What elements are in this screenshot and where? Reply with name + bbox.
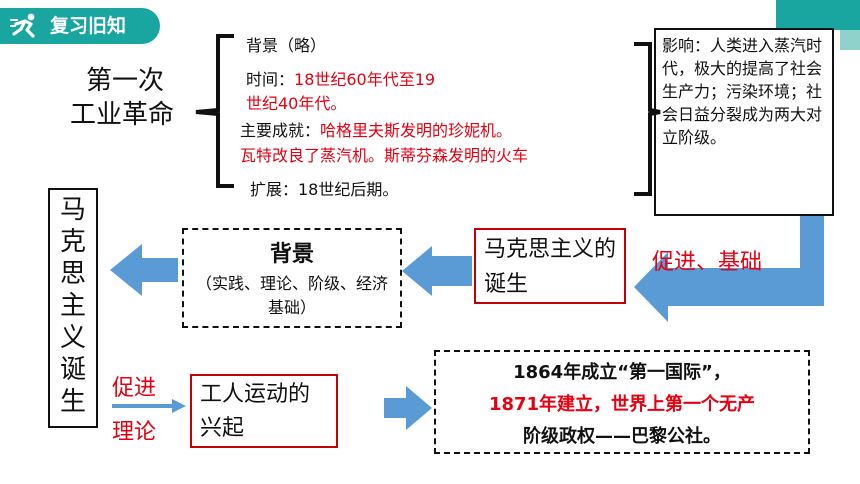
expansion-note: 扩展：18世纪后期。 [250,180,399,199]
background-box-title: 背景 [269,242,314,267]
workers-box: 工人运动的兴起 [190,374,338,448]
industrial-brace [195,34,234,188]
arrow-background-to-title [110,244,178,296]
background-box-body: （实践、理论、阶级、经济基础） [196,274,389,317]
impact-text: 影响：人类进入蒸汽时代，极大的提高了社会生产力；污染环境；社会日益分裂成为两大对… [662,36,823,147]
theory-label: 理论 [112,420,157,445]
time-label: 时间： [246,70,295,89]
achievements-row: 主要成就：哈格里夫斯发明的珍妮机。 [240,117,512,141]
runner-icon [10,13,35,38]
background-note: 背景（略） [246,36,327,55]
section-title: 复习旧知 [50,15,127,37]
international-line3: 阶级政权——巴黎公社。 [523,426,721,447]
section-badge: 复习旧知 [0,8,160,44]
achievements-label: 主要成就： [240,121,321,140]
arrow-workers-to-international [384,386,432,430]
international-line1: 1864年成立“第一国际”， [513,362,731,383]
marxism-birth-box: 马克思主义的诞生 [474,228,626,304]
impact-brace [634,42,661,196]
background-box: 背景 （实践、理论、阶级、经济基础） [182,228,402,328]
promote-basis-label: 促进、基础 [652,250,763,275]
marxism-vertical-title: 马克思主义诞生 [48,188,98,428]
promote-label: 促进 [112,376,157,401]
achievements-value-2: 瓦特改良了蒸汽机。斯蒂芬森发明的火车 [240,146,529,165]
workers-text: 工人运动的兴起 [200,382,311,441]
arrow-impact-to-marxism [634,214,824,322]
marxism-birth-text: 马克思主义的诞生 [484,237,617,297]
international-line2: 1871年建立，世界上第一个无产 [488,394,756,415]
time-value-2: 世纪40年代。 [246,94,347,113]
impact-box: 影响：人类进入蒸汽时代，极大的提高了社会生产力；污染环境；社会日益分裂成为两大对… [654,28,834,216]
arrow-marxism-to-background [402,246,472,296]
time-row: 时间：18世纪60年代至19 [246,66,435,90]
arrow-theory [112,399,186,413]
achievements-value-1: 哈格里夫斯发明的珍妮机。 [320,121,513,140]
international-box: 1864年成立“第一国际”， 1871年建立，世界上第一个无产 阶级政权——巴黎… [434,350,810,454]
industrial-title-line2: 工业革命 [70,100,175,130]
decor-strip-small [840,30,860,50]
decor-strip [776,0,860,30]
industrial-title-line1: 第一次 [86,66,165,96]
time-value-1: 18世纪60年代至19 [294,70,436,89]
